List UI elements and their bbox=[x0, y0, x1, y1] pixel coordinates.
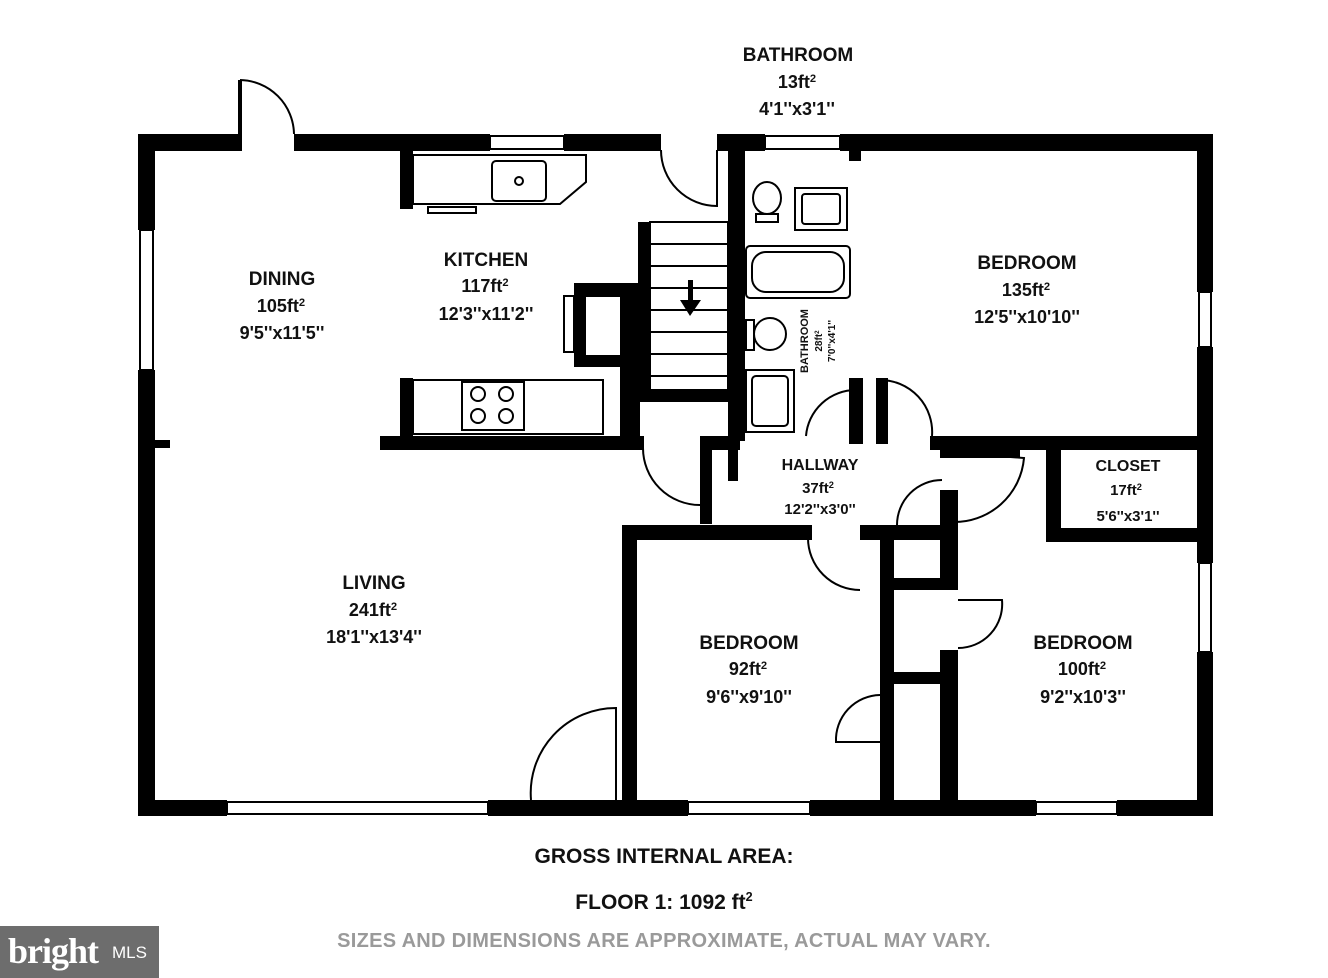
hallway-name: HALLWAY bbox=[782, 457, 859, 474]
door-swings bbox=[239, 79, 1026, 801]
living-name: LIVING bbox=[342, 573, 405, 594]
bathroom-top-area: 13ft2 bbox=[778, 72, 816, 92]
bathroom-top-name: BATHROOM bbox=[743, 45, 853, 66]
area-superscript: 2 bbox=[814, 330, 821, 334]
dining-name: DINING bbox=[249, 269, 316, 290]
kitchen-name: KITCHEN bbox=[444, 250, 528, 271]
bedroom-se-dims: 9'2''x10'3'' bbox=[1040, 687, 1126, 707]
kitchen-dims: 12'3''x11'2'' bbox=[439, 304, 534, 324]
walls bbox=[138, 80, 1213, 816]
bedroom-ne-name: BEDROOM bbox=[977, 253, 1076, 274]
gross-area-title: GROSS INTERNAL AREA: bbox=[534, 845, 794, 868]
bedroom-s-area: 92ft2 bbox=[729, 659, 767, 679]
bedroom-s-name: BEDROOM bbox=[699, 633, 798, 654]
area-superscript: 2 bbox=[1044, 281, 1050, 293]
living-dims: 18'1''x13'4'' bbox=[326, 627, 422, 647]
living-area: 241ft2 bbox=[349, 600, 397, 620]
stairs bbox=[649, 221, 729, 391]
bathroom-top-dims: 4'1''x3'1'' bbox=[759, 99, 835, 119]
bathroom-mid-dims: 7'0''x4'1'' bbox=[827, 320, 838, 362]
kitchen-area: 117ft2 bbox=[461, 276, 508, 296]
area-superscript: 2 bbox=[1137, 482, 1142, 492]
bedroom-se-name: BEDROOM bbox=[1033, 633, 1132, 654]
fixtures bbox=[412, 154, 851, 435]
area-superscript: 2 bbox=[829, 480, 834, 490]
area-superscript: 2 bbox=[502, 277, 508, 289]
bathroom-mid-name: BATHROOM bbox=[799, 309, 811, 373]
floor-total: FLOOR 1: 1092 ft2 bbox=[0, 890, 1328, 915]
area-superscript: 2 bbox=[391, 601, 397, 613]
dining-area: 105ft2 bbox=[257, 296, 305, 316]
dining-dims: 9'5''x11'5'' bbox=[240, 323, 325, 343]
closet-name: CLOSET bbox=[1096, 458, 1161, 475]
floor-total-superscript: 2 bbox=[745, 890, 753, 904]
closet-dims: 5'6''x3'1'' bbox=[1096, 508, 1159, 525]
area-superscript: 2 bbox=[761, 660, 767, 672]
area-superscript: 2 bbox=[299, 297, 305, 309]
logo-wordmark: bright bbox=[8, 931, 99, 971]
stairs-down-arrow-icon bbox=[680, 280, 701, 316]
bathroom-mid-area: 28ft2 bbox=[814, 330, 826, 352]
bedroom-ne-area: 135ft2 bbox=[1002, 280, 1050, 300]
bedroom-ne-dims: 12'5''x10'10'' bbox=[974, 307, 1080, 327]
hallway-area: 37ft2 bbox=[802, 480, 834, 497]
disclaimer: SIZES AND DIMENSIONS ARE APPROXIMATE, AC… bbox=[337, 930, 991, 952]
area-superscript: 2 bbox=[1100, 660, 1106, 672]
hallway-dims: 12'2''x3'0'' bbox=[784, 501, 855, 518]
closet-area: 17ft2 bbox=[1110, 482, 1142, 499]
bright-mls-logo: bright MLS bbox=[0, 926, 159, 978]
area-superscript: 2 bbox=[810, 73, 816, 85]
bedroom-s-dims: 9'6''x9'10'' bbox=[706, 687, 792, 707]
logo-suffix: MLS bbox=[112, 943, 147, 962]
bedroom-se-area: 100ft2 bbox=[1058, 659, 1106, 679]
floor-total-text: FLOOR 1: 1092 ft bbox=[575, 891, 746, 914]
windows bbox=[139, 135, 1212, 815]
